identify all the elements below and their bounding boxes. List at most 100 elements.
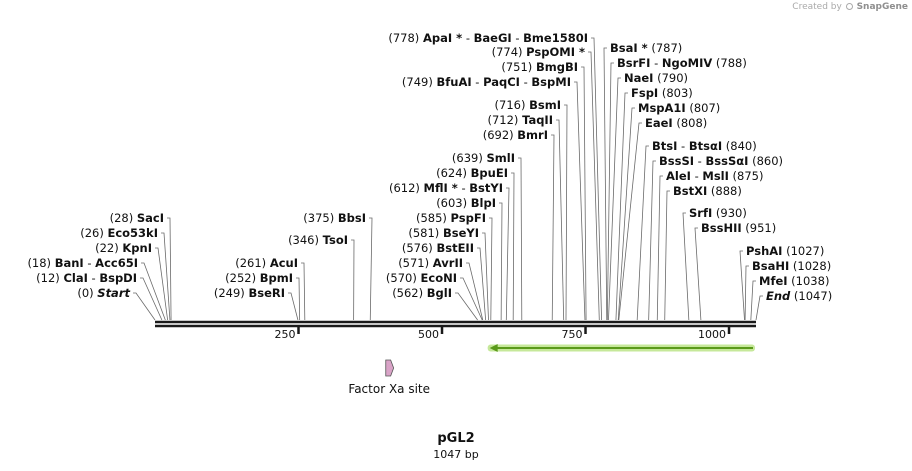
cut-site-line xyxy=(505,187,510,321)
cut-site-line xyxy=(141,262,166,321)
feature-factor-xa-site xyxy=(385,359,395,377)
cut-site-line xyxy=(564,104,568,321)
enzyme-label: FspI (803) xyxy=(631,86,693,100)
enzyme-label: (249) BseRI xyxy=(214,286,285,300)
scale-tick-label: 1000 xyxy=(698,328,726,341)
enzyme-label: (639) SmlI xyxy=(452,151,515,165)
enzyme-label: BssHII (951) xyxy=(701,221,776,235)
enzyme-label: SrfI (930) xyxy=(689,206,747,220)
enzyme-label: (576) BstEII xyxy=(402,241,474,255)
enzyme-label: (749) BfuAI - PaqCI - BspMI xyxy=(402,75,571,89)
enzyme-label: (261) AcuI xyxy=(235,256,298,270)
enzyme-label: (712) TaqII xyxy=(487,113,553,127)
cut-site-line xyxy=(369,217,373,321)
cut-site-line xyxy=(499,202,503,321)
enzyme-label: End (1047) xyxy=(766,289,832,303)
cut-site-line xyxy=(288,292,299,321)
plasmid-name: pGL2 xyxy=(437,431,475,446)
enzyme-label: (692) BmrI xyxy=(483,128,548,142)
cut-site-line xyxy=(167,217,172,321)
enzyme-label: (774) PspOMI * xyxy=(492,45,585,59)
cut-site-line xyxy=(603,47,608,321)
cut-site-line xyxy=(556,119,565,321)
cut-site-line xyxy=(133,292,156,321)
cut-site-line xyxy=(482,232,489,321)
credit-text: Created by xyxy=(792,2,842,12)
cut-site-line xyxy=(744,265,749,321)
enzyme-label: EaeI (808) xyxy=(645,116,707,130)
enzyme-label: BtsI - BtsαI (840) xyxy=(652,139,757,153)
enzyme-label: MspA1I (807) xyxy=(638,101,720,115)
enzyme-label: (375) BbsI xyxy=(303,211,366,225)
cut-site-line xyxy=(574,81,586,321)
scale-tick-label: 500 xyxy=(418,328,439,341)
cut-site-line xyxy=(750,280,756,321)
enzyme-label: BsrFI - NgoMIV (788) xyxy=(617,56,747,70)
enzyme-label: BstXI (888) xyxy=(673,184,742,198)
cut-site-line xyxy=(694,227,702,321)
cut-site-line xyxy=(755,295,763,321)
scale-ticks: 250 500 750 1000 xyxy=(275,326,731,341)
cut-site-line xyxy=(656,175,663,321)
cut-site-line xyxy=(606,62,614,321)
cut-site-line xyxy=(618,122,642,321)
plasmid-length: 1047 bp xyxy=(433,448,479,461)
cut-site-line xyxy=(511,172,515,321)
enzyme-label: MfeI (1038) xyxy=(759,274,829,288)
enzyme-label: PshAI (1027) xyxy=(746,244,824,258)
cut-site-line xyxy=(455,292,478,321)
enzyme-label: (0) Start xyxy=(77,286,130,300)
right-enzyme-labels: BsaI * (787)BsrFI - NgoMIV (788)NaeI (79… xyxy=(610,41,832,303)
enzyme-label: BssSI - BssSαI (860) xyxy=(659,154,783,168)
enzyme-label: (612) MflI * - BstYI xyxy=(389,181,503,195)
snapgene-credit: Created by SnapGene xyxy=(792,2,908,12)
cut-site-line xyxy=(551,134,555,321)
cut-site-line xyxy=(617,107,635,321)
cut-site-line xyxy=(477,247,487,321)
cut-site-line xyxy=(739,250,745,321)
cut-site-line xyxy=(588,51,600,321)
scale-tick-label: 750 xyxy=(562,328,583,341)
scale-tick-label: 250 xyxy=(275,328,296,341)
enzyme-label: (571) AvrII xyxy=(398,256,463,270)
enzyme-label: (28) SacI xyxy=(110,211,164,225)
cut-site-line xyxy=(351,239,355,321)
cut-site-line xyxy=(161,232,171,321)
enzyme-label: (346) TsoI xyxy=(288,233,348,247)
enzyme-label: (252) BpmI xyxy=(225,271,293,285)
cut-site-line xyxy=(140,277,163,321)
feature-label: Factor Xa site xyxy=(348,382,430,396)
enzyme-label: NaeI (790) xyxy=(624,71,688,85)
cut-site-line xyxy=(615,92,628,321)
enzyme-label: (585) PspFI xyxy=(416,211,486,225)
enzyme-label: (570) EcoNI xyxy=(386,271,457,285)
cut-site-line xyxy=(155,247,169,321)
cut-site-line xyxy=(518,157,523,321)
cut-site-lines xyxy=(133,37,763,321)
cut-site-line xyxy=(636,145,649,321)
cut-site-line xyxy=(489,217,493,321)
cut-site-line xyxy=(301,262,306,321)
enzyme-label: (18) BanI - Acc65I xyxy=(27,256,138,270)
enzyme-label: (624) BpuEI xyxy=(436,166,508,180)
enzyme-label: AleI - MslI (875) xyxy=(666,169,764,183)
cut-site-line xyxy=(648,160,656,321)
enzyme-label: (716) BsmI xyxy=(495,98,561,112)
cut-site-line xyxy=(591,37,602,321)
enzyme-label: (581) BseYI xyxy=(408,226,479,240)
cut-site-line xyxy=(460,277,483,321)
enzyme-label: (603) BlpI xyxy=(436,196,496,210)
enzyme-label: (751) BmgBI xyxy=(501,60,578,74)
enzyme-label: (26) Eco53kI xyxy=(80,226,158,240)
feature-track: Factor Xa site xyxy=(348,359,430,396)
dna-backbone xyxy=(155,320,756,328)
enzyme-label: BsaHI (1028) xyxy=(752,259,831,273)
enzyme-label: (562) BglI xyxy=(392,286,452,300)
enzyme-label: (778) ApaI * - BaeGI - Bme1580I xyxy=(388,31,588,45)
enzyme-label: (12) ClaI - BspDI xyxy=(36,271,137,285)
snapgene-logo-icon xyxy=(845,3,853,10)
cut-site-line xyxy=(581,66,587,321)
orf-arrow xyxy=(487,344,755,352)
cut-site-line xyxy=(682,212,690,321)
